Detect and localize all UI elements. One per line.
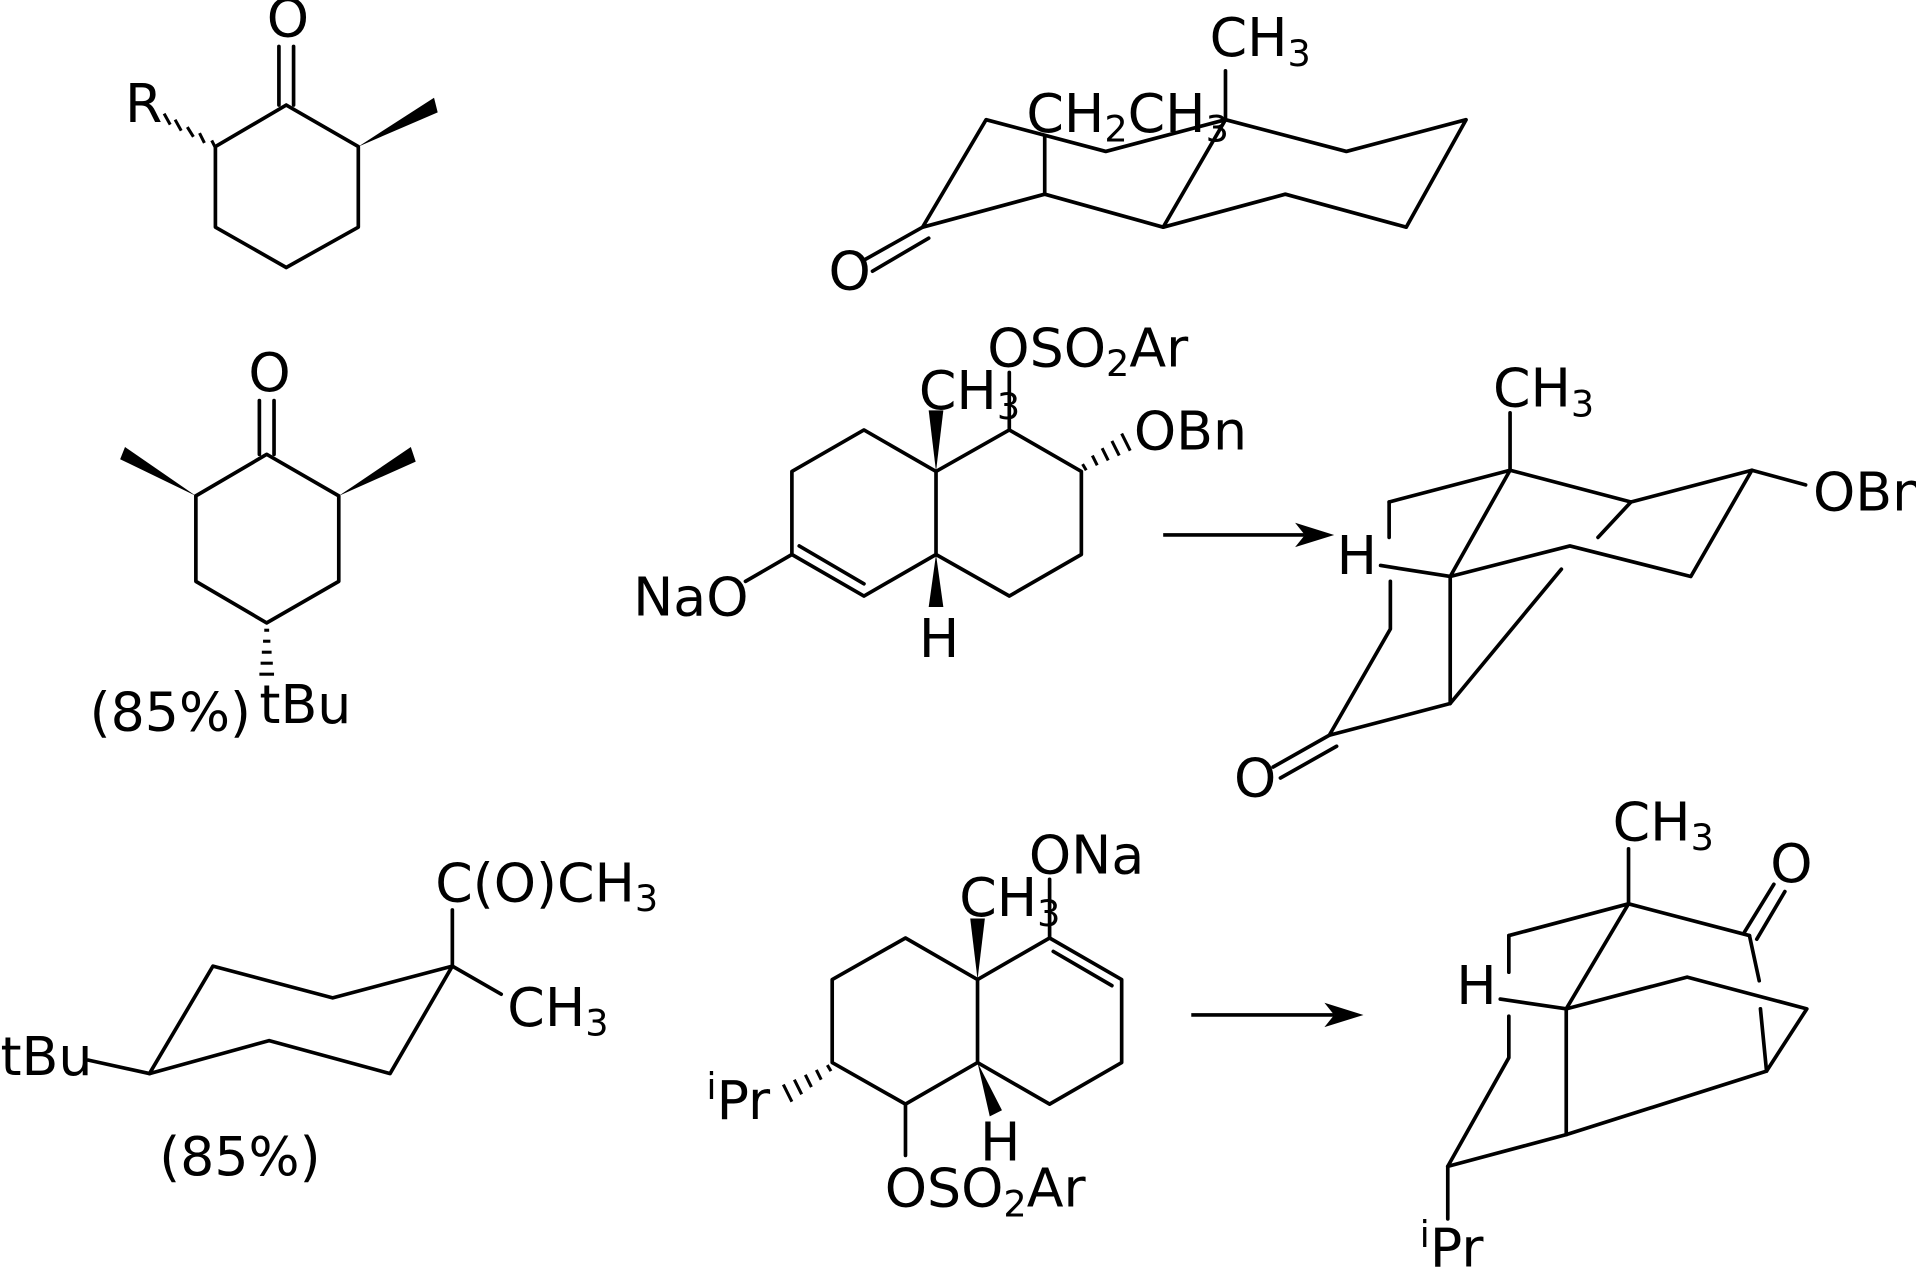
sulfonate-label: OSO2Ar bbox=[987, 316, 1189, 385]
right-ring-bonds bbox=[934, 428, 1084, 598]
carbonyl-o-label: O bbox=[248, 341, 290, 404]
ring-bonds bbox=[213, 103, 361, 270]
reaction-2-reactant: ONa CH3 iPr H OSO2Ar bbox=[706, 823, 1144, 1225]
left-lower-chain bbox=[1327, 574, 1453, 738]
h-bond bbox=[1498, 997, 1569, 1011]
r-label: R bbox=[125, 72, 162, 135]
carbonyl-bond-2 bbox=[1754, 889, 1787, 942]
r-hash-bond bbox=[162, 112, 217, 149]
ipr-label: iPr bbox=[1420, 1213, 1485, 1269]
alkene-inner-bond bbox=[1051, 949, 1114, 988]
sulfonate-label: OSO2Ar bbox=[885, 1157, 1087, 1226]
tbu-label: tBu bbox=[259, 673, 351, 736]
ethyl-label: CH2CH3 bbox=[1026, 82, 1229, 151]
obn-label: OBn bbox=[1134, 399, 1247, 462]
reaction-1-arrow bbox=[1163, 522, 1335, 548]
carbonyl-bond-1 bbox=[1742, 882, 1776, 934]
right-methyl-wedge bbox=[338, 447, 416, 496]
right-ring-bonds bbox=[975, 936, 1124, 1106]
ona-label: ONa bbox=[1029, 823, 1144, 886]
tbu-bond bbox=[86, 1058, 152, 1076]
methyl-wedge bbox=[928, 410, 944, 472]
cage-bonds-top bbox=[1507, 901, 1752, 938]
cage-bonds-top bbox=[1387, 468, 1754, 579]
h-wedge bbox=[977, 1062, 1002, 1117]
carbonyl-bond-2 bbox=[1278, 744, 1339, 780]
reaction-1-product: CH3 OBn H O bbox=[1234, 357, 1916, 810]
acetyl-label: C(O)CH3 bbox=[435, 851, 658, 920]
carbonyl-o-label: O bbox=[1770, 832, 1812, 895]
left-ring-bonds bbox=[830, 936, 980, 1106]
back-bond bbox=[1758, 1007, 1769, 1073]
obn-label: OBn bbox=[1813, 461, 1916, 524]
ring-bonds bbox=[194, 452, 341, 625]
carbonyl-o-label: O bbox=[829, 239, 871, 302]
left-lower-chain bbox=[1445, 1014, 1569, 1169]
obn-bond bbox=[1750, 468, 1808, 487]
carbonyl-bond-1 bbox=[862, 225, 925, 262]
compound-chair-acetyl-tbu: C(O)CH3 CH3 tBu (85%) bbox=[0, 851, 658, 1188]
arrow-head bbox=[1295, 522, 1335, 548]
ipr-hash-bond bbox=[781, 1064, 833, 1103]
h-label: H bbox=[980, 1110, 1020, 1173]
h-label: H bbox=[919, 607, 959, 670]
compound-chair-decalone: CH3 CH2CH3 O bbox=[829, 6, 1468, 302]
h-label: H bbox=[1337, 524, 1377, 587]
ring-bonds bbox=[147, 964, 455, 1076]
bridge-bond bbox=[1448, 567, 1564, 706]
back-bond bbox=[1596, 500, 1633, 540]
nao-label: NaO bbox=[633, 566, 748, 629]
methyl-label: CH3 bbox=[1613, 790, 1714, 859]
methyl-wedge bbox=[970, 918, 985, 980]
carbonyl-o-label: O bbox=[267, 0, 309, 50]
obn-hash-bond bbox=[1081, 432, 1132, 472]
methyl-label: CH3 bbox=[507, 976, 608, 1045]
tbu-label: tBu bbox=[0, 1025, 92, 1088]
methyl-label: CH3 bbox=[959, 866, 1060, 935]
ipr-label: iPr bbox=[706, 1065, 771, 1132]
nao-bond bbox=[743, 552, 794, 584]
methyl-label: CH3 bbox=[919, 359, 1020, 428]
right-ring-bonds bbox=[1564, 975, 1809, 1137]
ketone-carbon-bond bbox=[1747, 933, 1762, 983]
methyl-label: CH3 bbox=[1210, 6, 1311, 75]
carbonyl-bond-2 bbox=[870, 236, 931, 273]
reaction-2-arrow bbox=[1191, 1002, 1364, 1028]
carbonyl-bond-1 bbox=[1271, 733, 1332, 769]
bridgehead-bond bbox=[1564, 901, 1631, 1011]
compound-cyclohexanone-r-methyl: O R bbox=[125, 0, 438, 270]
alkene-inner-bond bbox=[797, 544, 866, 586]
methyl-wedge bbox=[358, 97, 438, 147]
right-ring-bonds bbox=[1161, 117, 1468, 230]
reaction-2-product: CH3 O H iPr bbox=[1420, 790, 1813, 1269]
tbu-hash-bond bbox=[259, 628, 275, 676]
methyl-label: CH3 bbox=[1493, 357, 1594, 426]
reaction-1-reactant: OSO2Ar CH3 OBn NaO H bbox=[633, 316, 1247, 670]
left-ring-bonds bbox=[790, 428, 938, 598]
yield-label: (85%) bbox=[159, 1125, 320, 1188]
arrow-head bbox=[1324, 1002, 1364, 1028]
h-wedge bbox=[928, 554, 944, 608]
methyl-bond bbox=[450, 964, 504, 997]
h-label: H bbox=[1456, 954, 1496, 1017]
yield-label: (85%) bbox=[90, 680, 251, 743]
carbonyl-o-label: O bbox=[1234, 746, 1276, 809]
left-methyl-wedge bbox=[120, 447, 196, 496]
h-bond bbox=[1378, 563, 1453, 579]
compound-dimethyl-tbu-cyclohexanone: O tBu (85%) bbox=[90, 341, 416, 743]
